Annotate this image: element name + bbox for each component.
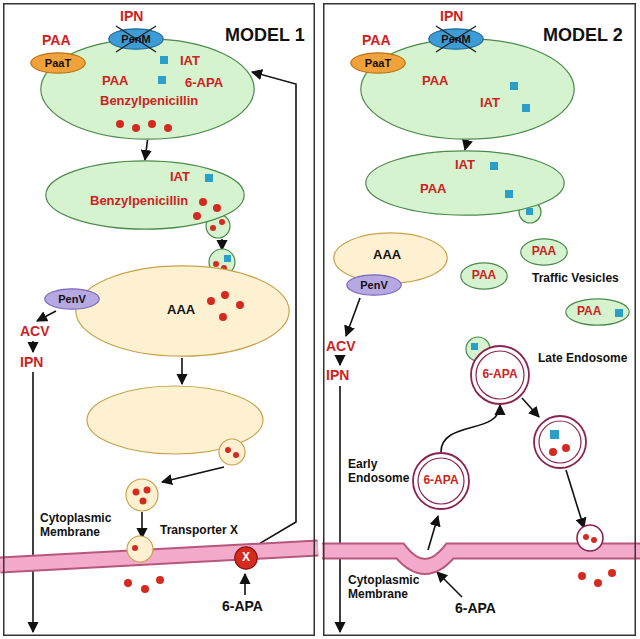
free-label: IPN	[326, 367, 349, 383]
peroxisome: PAA Benzylpenicillin IAT 6-APA	[40, 38, 255, 140]
node-label: IAT	[180, 54, 200, 69]
vacuole: AAA	[75, 265, 290, 357]
node-label: 6-APA	[482, 368, 517, 382]
node-label: PenM	[121, 33, 150, 46]
node-label: PenV	[360, 279, 388, 292]
free-label: IPN	[440, 8, 463, 24]
free-label: Traffic Vesicles	[532, 272, 619, 286]
node-label: PAA	[577, 305, 601, 319]
node-label: PaaT	[365, 57, 391, 70]
traffic-vesicle: PAA	[565, 298, 630, 326]
enzyme-oval: PenV	[44, 288, 100, 310]
node-label: 6-APA	[185, 76, 223, 91]
node-label: Benzylpenicillin	[90, 194, 188, 209]
node-label: PAA	[472, 269, 496, 283]
panel-title: MODEL 1	[225, 25, 305, 46]
panel-title: MODEL 2	[543, 25, 623, 46]
flow-arrow	[145, 140, 148, 160]
node-label: X	[242, 551, 250, 565]
peroxisome: PAA IAT	[360, 38, 575, 140]
free-label: Cytoplasmic Membrane	[348, 574, 430, 602]
free-label: Cytoplasmic Membrane	[40, 512, 122, 540]
enzyme-oval: PenM	[428, 28, 484, 50]
node-label: IAT	[455, 158, 475, 173]
node-label: IAT	[170, 170, 190, 185]
traffic-vesicle: PAA	[460, 262, 508, 290]
free-label: 6-APA	[455, 600, 496, 616]
node-label: PenM	[441, 33, 470, 46]
node-label: Benzylpenicillin	[100, 94, 198, 109]
enzyme-oval: PenV	[346, 274, 402, 296]
free-label: PAA	[42, 32, 71, 48]
node-label: PaaT	[45, 57, 71, 70]
traffic-vesicle: PAA	[520, 238, 568, 266]
model-panel: MODEL 1PAABenzylpenicillinIAT6-APAPaaTPe…	[3, 3, 315, 636]
flow-arrow	[465, 140, 468, 150]
late-endosome: 6-APA	[470, 345, 530, 405]
peroxisome: IAT PAA	[365, 150, 565, 216]
node-label: AAA	[373, 248, 401, 263]
enzyme-oval: PaaT	[30, 52, 86, 74]
enzyme-oval: PaaT	[350, 52, 406, 74]
node-label: PenV	[58, 293, 86, 306]
node-label: PAA	[420, 182, 446, 197]
free-label: PAA	[362, 32, 391, 48]
free-label: Transporter X	[160, 524, 238, 538]
flow-arrow	[441, 405, 500, 452]
free-label: Early Endosome	[348, 458, 408, 486]
node-shape	[360, 38, 575, 140]
node-label: 6-APA	[423, 474, 458, 488]
free-label: 6-APA	[222, 598, 263, 614]
vacuole: AAA	[333, 232, 448, 284]
node-label: AAA	[167, 303, 195, 318]
free-label: IPN	[20, 354, 43, 370]
peroxisome: IAT Benzylpenicillin	[45, 160, 245, 230]
free-label: IPN	[120, 8, 143, 24]
free-label: Late Endosome	[538, 352, 627, 366]
enzyme-oval: PenM	[108, 28, 164, 50]
node-label: IAT	[480, 96, 500, 111]
node-label: PAA	[102, 74, 128, 89]
free-label: ACV	[326, 338, 356, 354]
node-label: PAA	[532, 245, 556, 259]
node-label: PAA	[422, 74, 448, 89]
transporter-symbol: X	[234, 546, 258, 570]
free-label: ACV	[20, 323, 50, 339]
early-endosome: 6-APA	[412, 452, 470, 510]
model-panel: MODEL 2PAAIATPaaTPenMIATPAAAAAPenVPAAPAA…	[323, 3, 636, 636]
